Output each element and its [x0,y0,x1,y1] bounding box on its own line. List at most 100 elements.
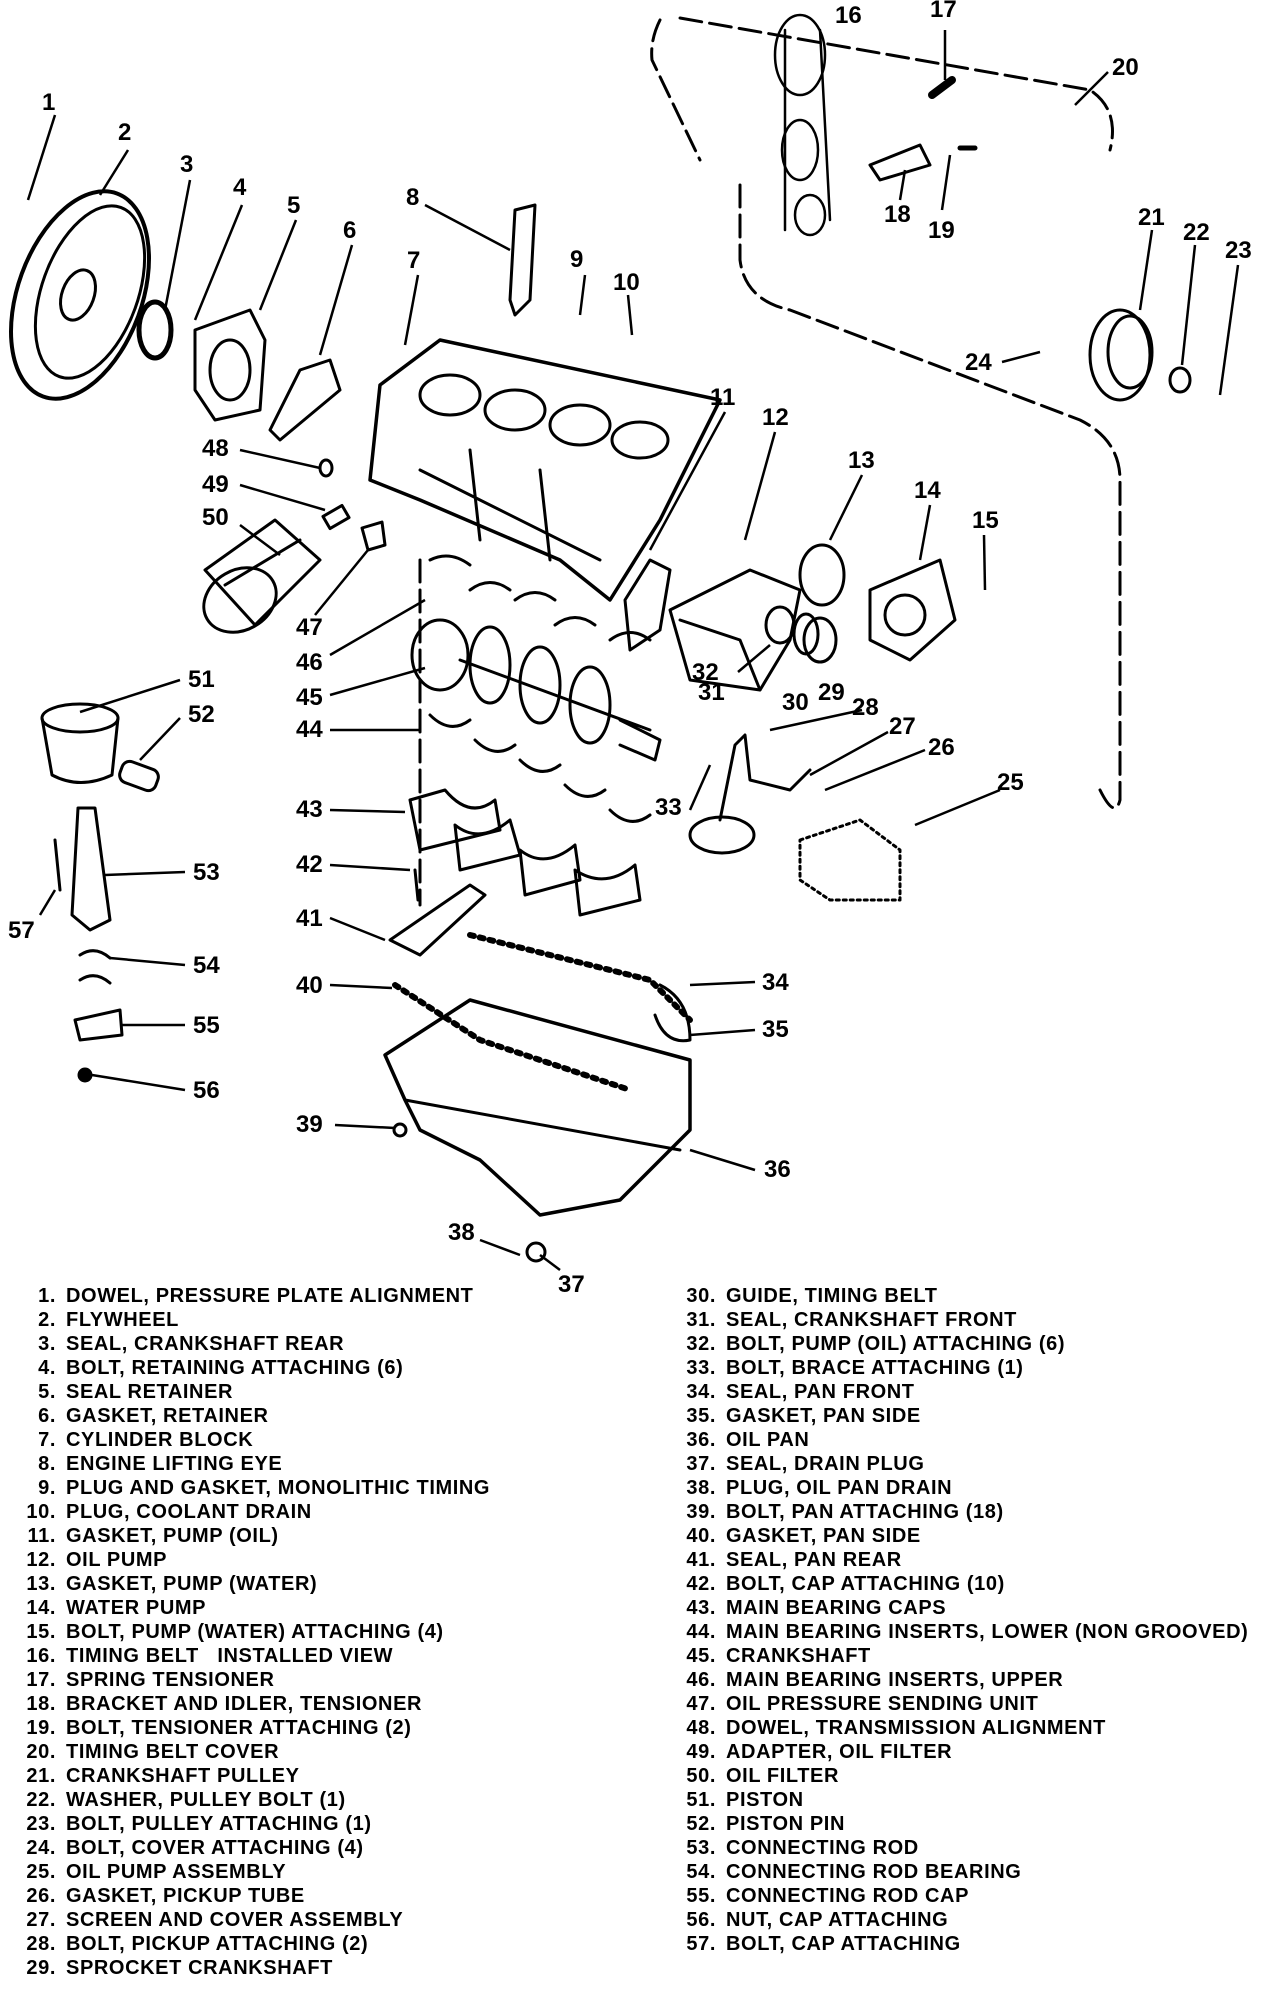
legend-item: 43.MAIN BEARING CAPS [664,1596,1248,1620]
callout-25: 25 [997,769,1024,796]
legend-item-label: BOLT, CAP ATTACHING (10) [726,1573,1005,1595]
legend-item-number: 3. [38,1333,56,1355]
legend-item-number: 42. [686,1573,716,1595]
leader-37 [539,1254,561,1271]
legend-item-label: CONNECTING ROD CAP [726,1885,970,1907]
leader-6 [318,244,354,356]
callout-39: 39 [296,1111,323,1138]
legend-item-label: SEAL, PAN REAR [726,1549,902,1571]
leader-35 [689,1028,756,1037]
legend-item-label: GASKET, PAN SIDE [726,1405,921,1427]
legend-item-number: 39. [686,1501,716,1523]
flywheel [9,189,151,401]
legend-item: 4.BOLT, RETAINING ATTACHING (6) [4,1356,490,1380]
leader-22 [1180,244,1197,366]
legend-item-label: MAIN BEARING INSERTS, UPPER [726,1669,1064,1691]
leader-25 [914,788,1001,827]
legend-item: 51.PISTON [664,1788,1248,1812]
callout-52: 52 [188,701,215,728]
legend-item-label: BOLT, PUMP (WATER) ATTACHING (4) [66,1621,444,1643]
leader-27 [809,730,889,777]
leader-15 [982,534,987,591]
callout-34: 34 [762,969,789,996]
leader-52 [139,717,181,761]
pulley-bolt-washer [1168,366,1192,394]
legend-item: 33.BOLT, BRACE ATTACHING (1) [664,1356,1248,1380]
legend-item: 34.SEAL, PAN FRONT [664,1380,1248,1404]
callout-15: 15 [972,507,999,534]
legend-item-label: GASKET, RETAINER [66,1405,269,1427]
legend-item: 16.TIMING BELT INSTALLED VIEW [4,1644,490,1668]
legend-item-number: 52. [686,1813,716,1835]
leader-9 [578,274,587,316]
legend-item-number: 54. [686,1861,716,1883]
legend-item-number: 23. [26,1813,56,1835]
callout-21: 21 [1138,204,1165,231]
legend-item-label: BOLT, RETAINING ATTACHING (6) [66,1357,404,1379]
callout-19: 19 [928,217,955,244]
legend-item-label: SEAL, PAN FRONT [726,1381,915,1403]
legend-item: 54. CONNECTING ROD BEARING [664,1860,1248,1884]
legend-item-number: 44. [686,1621,716,1643]
leader-26 [824,748,926,792]
legend-item: 11.GASKET, PUMP (OIL) [4,1524,490,1548]
legend-item-number: 12. [26,1549,56,1571]
legend-item-label: MAIN BEARING CAPS [726,1597,947,1619]
leader-19 [940,154,952,211]
legend-item-number: 48. [686,1717,716,1739]
engine-exploded-diagram: 1 2 3 4 5 6 7 8 9 10 11 12 13 14 15 16 1… [8,0,1252,1298]
legend-item: 47.OIL PRESSURE SENDING UNIT [664,1692,1248,1716]
callout-23: 23 [1225,237,1252,264]
callout-11: 11 [710,384,735,411]
callout-1: 1 [42,89,55,116]
legend-item-number: 2. [38,1309,56,1331]
callout-41: 41 [296,905,323,932]
legend-item: 21.CRANKSHAFT PULLEY [4,1764,490,1788]
legend-item-label: OIL FILTER [726,1765,840,1787]
seal-retainer [193,308,267,422]
callout-5: 5 [287,192,300,219]
legend-item-label: FLYWHEEL [66,1309,179,1331]
legend-item: 27.SCREEN AND COVER ASSEMBLY [4,1908,490,1932]
legend-item: 52.PISTON PIN [664,1812,1248,1836]
legend-item: 5.SEAL RETAINER [4,1380,490,1404]
callout-44: 44 [296,716,323,743]
legend-item-label: CONNECTING ROD BEARING [726,1861,1022,1883]
transmission-dowel [318,458,334,478]
callout-40: 40 [296,972,323,999]
legend-item: 38.PLUG, OIL PAN DRAIN [664,1476,1248,1500]
callout-33: 33 [655,794,682,821]
legend-item-label: OIL PUMP ASSEMBLY [66,1861,287,1883]
legend-item: 26.GASKET, PICKUP TUBE [4,1884,490,1908]
oil-filter-adapter [321,503,351,531]
legend-item-number: 22. [26,1789,56,1811]
legend-item: 20.TIMING BELT COVER [4,1740,490,1764]
legend-item-number: 30. [686,1285,716,1307]
callout-8: 8 [406,184,419,211]
legend-item: 40.GASKET, PAN SIDE [664,1524,1248,1548]
legend-item-number: 27. [26,1909,56,1931]
legend-item-label: SPROCKET CRANKSHAFT [66,1957,333,1979]
legend-item: 22.WASHER, PULLEY BOLT (1) [4,1788,490,1812]
legend-item: 35.GASKET, PAN SIDE [664,1404,1248,1428]
callout-28: 28 [852,694,879,721]
legend-item-number: 29. [26,1957,56,1979]
callout-29: 29 [818,679,845,706]
legend-item-number: 57. [686,1933,716,1955]
leader-56 [91,1073,186,1092]
leader-33 [688,764,712,811]
rod-cap-bolt [53,838,62,892]
legend-item-label: BOLT, PICKUP ATTACHING (2) [66,1933,369,1955]
legend-item-label: DOWEL, PRESSURE PLATE ALIGNMENT [66,1285,474,1307]
legend-item-label: CRANKSHAFT [726,1645,871,1667]
leader-8 [424,203,511,252]
legend-item: 31.SEAL, CRANKSHAFT FRONT [664,1308,1248,1332]
legend-item: 7.CYLINDER BLOCK [4,1428,490,1452]
legend-item: 41.SEAL, PAN REAR [664,1548,1248,1572]
leader-7 [403,274,420,346]
legend-item-number: 53. [686,1837,716,1859]
legend-item-label: MAIN BEARING INSERTS, LOWER (NON GROOVED… [726,1621,1249,1643]
legend-item-number: 49. [686,1741,716,1763]
leader-36 [689,1148,756,1172]
legend-item-label: BOLT, COVER ATTACHING (4) [66,1837,364,1859]
